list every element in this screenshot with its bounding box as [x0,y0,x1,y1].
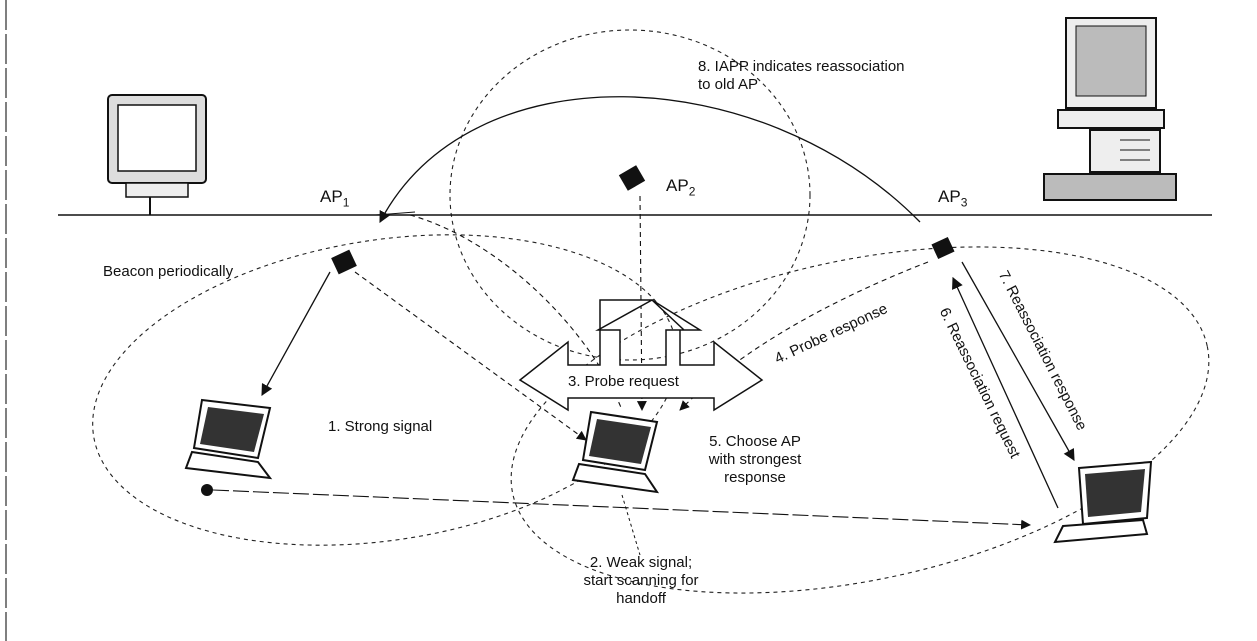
access-point-icon [619,165,645,191]
access-point-icon [931,237,954,259]
iapp-line-2: to old AP [698,76,905,94]
iapp-curve [380,97,920,222]
probe-request-label: 3. Probe request [568,373,679,391]
weak-signal-pointer [622,495,640,555]
server-computer-icon [1044,18,1176,200]
iapp-line-1: 8. IAPP indicates reassociation [698,58,905,76]
movement-line [213,490,1030,525]
laptop-icon [573,412,657,492]
laptop-icon [1055,462,1151,542]
iapp-label: 8. IAPP indicates reassociation to old A… [698,58,905,94]
access-point-icon [331,250,357,275]
weak-signal-line-1: 2. Weak signal; [556,554,726,572]
ap2-label: AP2 [666,177,695,200]
weak-signal-line-2: start scanning for [556,572,726,590]
reassoc-request-arrow [953,278,1058,508]
ap1-label: AP1 [320,188,349,211]
beacon-label: Beacon periodically [103,263,233,281]
choose-ap-line-3: response [685,469,825,487]
choose-ap-line-2: with strongest [685,451,825,469]
ap3-label: AP3 [938,188,967,211]
desktop-monitor-icon [108,95,206,215]
start-position-dot [201,484,213,496]
strong-signal-label: 1. Strong signal [328,418,432,436]
choose-ap-label: 5. Choose AP with strongest response [685,433,825,487]
weak-signal-line-3: handoff [556,590,726,608]
choose-ap-line-1: 5. Choose AP [685,433,825,451]
beacon-arrow [262,272,330,395]
laptop-icon [186,400,270,478]
weak-signal-label: 2. Weak signal; start scanning for hando… [556,554,726,608]
